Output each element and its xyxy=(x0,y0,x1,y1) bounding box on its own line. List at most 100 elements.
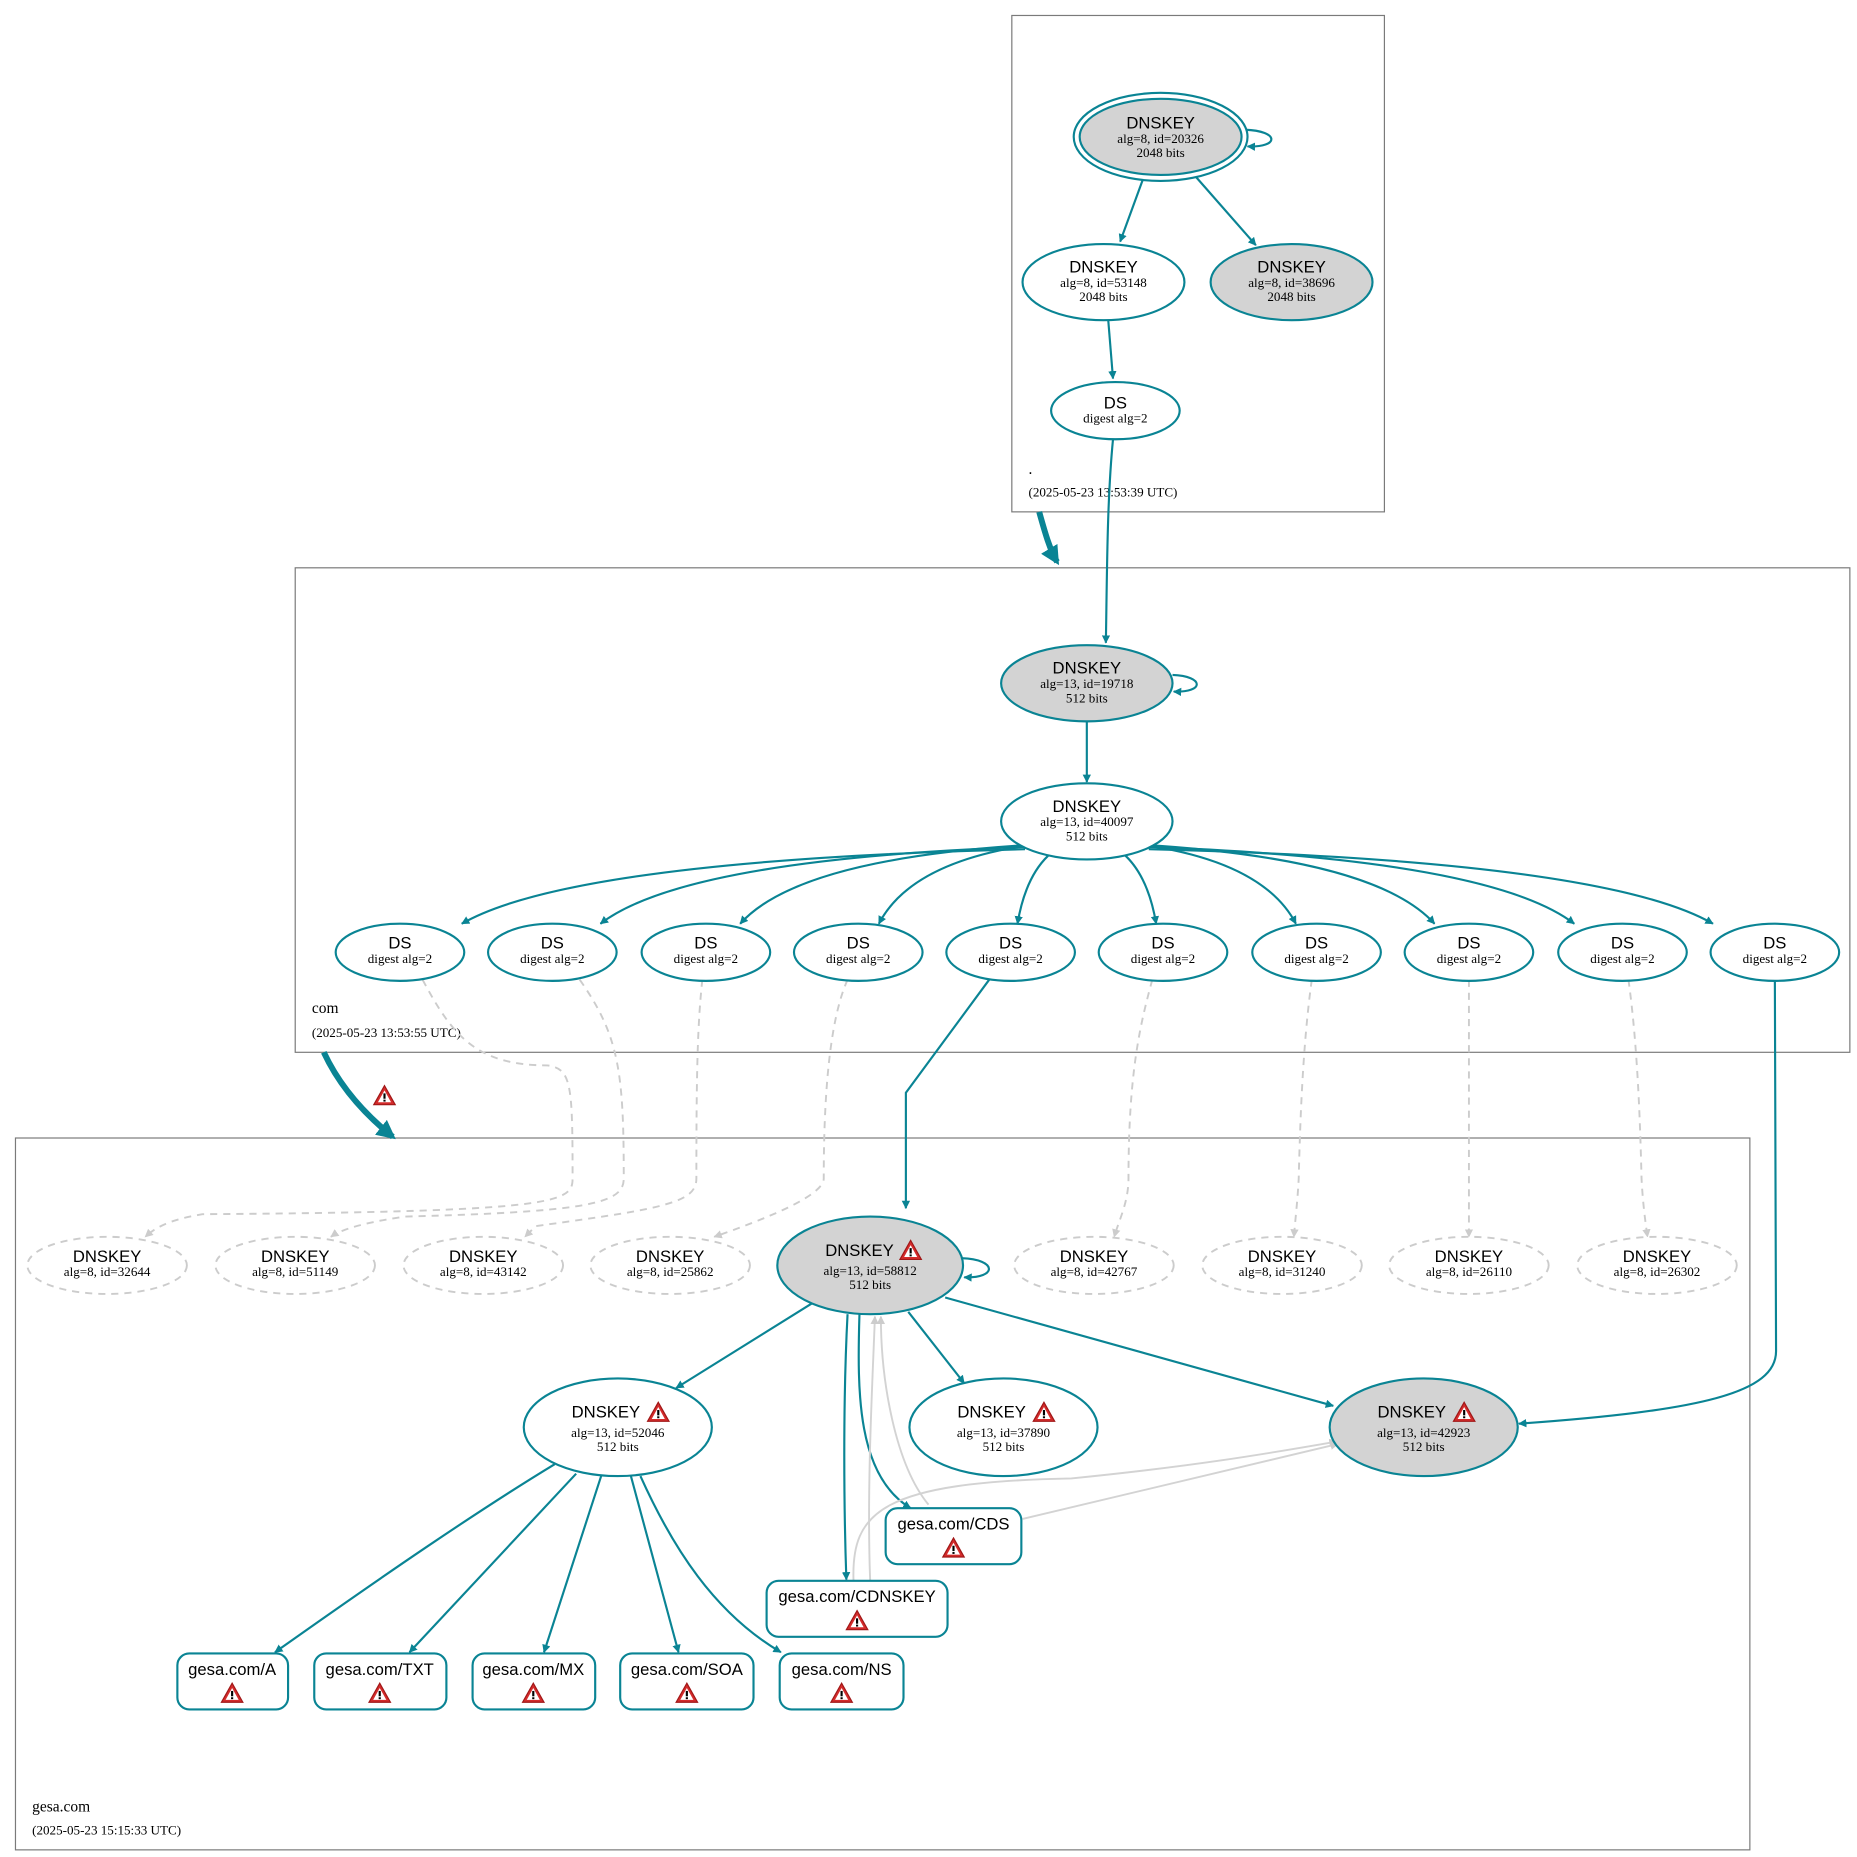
svg-text:alg=8, id=51149: alg=8, id=51149 xyxy=(252,1264,338,1279)
svg-text:DNSKEY: DNSKEY xyxy=(1435,1247,1504,1266)
svg-text:DNSKEY: DNSKEY xyxy=(261,1247,330,1266)
svg-text:digest alg=2: digest alg=2 xyxy=(978,951,1042,966)
svg-text:digest alg=2: digest alg=2 xyxy=(1437,951,1501,966)
svg-text:alg=13, id=52046: alg=13, id=52046 xyxy=(571,1425,665,1440)
svg-text:digest alg=2: digest alg=2 xyxy=(826,951,890,966)
svg-text:DNSKEY: DNSKEY xyxy=(825,1241,894,1260)
edge-inactive xyxy=(852,1438,1338,1581)
warning-icon xyxy=(373,1085,396,1106)
node-dnskey-19718[interactable]: DNSKEY alg=13, id=19718 512 bits xyxy=(1000,644,1174,723)
svg-text:DS: DS xyxy=(999,934,1022,953)
edge xyxy=(1118,179,1144,243)
node-dnskey-40097[interactable]: DNSKEY alg=13, id=40097 512 bits xyxy=(1000,782,1174,861)
svg-text:digest alg=2: digest alg=2 xyxy=(674,951,738,966)
edge-group xyxy=(144,979,1651,1239)
node-dnskey-58812[interactable]: DNSKEY alg=13, id=58812 512 bits xyxy=(776,1215,965,1316)
node-dnskey-42923[interactable]: DNSKEY alg=13, id=42923 512 bits xyxy=(1328,1377,1519,1478)
svg-text:gesa.com/CDS: gesa.com/CDS xyxy=(897,1515,1009,1534)
svg-text:gesa.com/MX: gesa.com/MX xyxy=(482,1660,584,1679)
svg-text:2048 bits: 2048 bits xyxy=(1136,145,1184,160)
rrset-mx[interactable]: gesa.com/MX xyxy=(471,1652,597,1711)
node-ds-root[interactable]: DS digest alg=2 xyxy=(1050,381,1181,441)
rrset-txt[interactable]: gesa.com/TXT xyxy=(313,1652,448,1711)
svg-text:DS: DS xyxy=(1305,934,1328,953)
zone-timestamp: (2025-05-23 13:53:39 UTC) xyxy=(1028,484,1177,499)
svg-text:DNSKEY: DNSKEY xyxy=(572,1403,641,1422)
svg-text:512 bits: 512 bits xyxy=(597,1439,639,1454)
svg-text:DNSKEY: DNSKEY xyxy=(1378,1403,1447,1422)
svg-text:alg=13, id=19718: alg=13, id=19718 xyxy=(1040,676,1134,691)
svg-text:alg=13, id=58812: alg=13, id=58812 xyxy=(824,1263,917,1278)
svg-text:digest alg=2: digest alg=2 xyxy=(520,951,584,966)
svg-text:DNSKEY: DNSKEY xyxy=(449,1247,518,1266)
svg-text:digest alg=2: digest alg=2 xyxy=(1131,951,1195,966)
svg-text:DS: DS xyxy=(1104,393,1127,412)
svg-text:DS: DS xyxy=(1611,934,1634,953)
svg-text:alg=13, id=42923: alg=13, id=42923 xyxy=(1377,1425,1471,1440)
zone-name: gesa.com xyxy=(32,1799,90,1816)
edge xyxy=(274,1463,556,1654)
zone-name: . xyxy=(1028,461,1032,478)
svg-text:alg=13, id=37890: alg=13, id=37890 xyxy=(957,1425,1051,1440)
node-dnskey-53148[interactable]: DNSKEY alg=8, id=53148 2048 bits xyxy=(1021,242,1186,322)
edge-inactive xyxy=(1627,979,1651,1238)
edge xyxy=(907,1311,966,1384)
delegation-arrow-root-com xyxy=(1036,511,1060,566)
node-dnskey-37890[interactable]: DNSKEY alg=13, id=37890 512 bits xyxy=(908,1377,1099,1478)
edge-inactive xyxy=(876,1315,930,1506)
svg-text:digest alg=2: digest alg=2 xyxy=(1743,951,1807,966)
svg-text:2048 bits: 2048 bits xyxy=(1267,289,1315,304)
node-dnskey-38696[interactable]: DNSKEY alg=8, id=38696 2048 bits xyxy=(1209,242,1374,322)
svg-text:DNSKEY: DNSKEY xyxy=(1053,659,1122,678)
svg-text:DS: DS xyxy=(1457,934,1480,953)
edge xyxy=(841,1314,851,1581)
svg-text:DNSKEY: DNSKEY xyxy=(1126,114,1195,133)
svg-text:alg=8, id=42767: alg=8, id=42767 xyxy=(1051,1264,1138,1279)
svg-text:alg=8, id=20326: alg=8, id=20326 xyxy=(1117,131,1204,146)
svg-text:DNSKEY: DNSKEY xyxy=(1623,1247,1692,1266)
node-dnskey-52046[interactable]: DNSKEY alg=13, id=52046 512 bits xyxy=(522,1377,713,1478)
svg-text:digest alg=2: digest alg=2 xyxy=(1590,951,1654,966)
svg-text:DNSKEY: DNSKEY xyxy=(1060,1247,1129,1266)
edge-inactive xyxy=(330,979,625,1238)
svg-text:alg=8, id=25862: alg=8, id=25862 xyxy=(627,1264,714,1279)
zone-timestamp: (2025-05-23 15:15:33 UTC) xyxy=(32,1822,181,1837)
rrset-ns[interactable]: gesa.com/NS xyxy=(778,1652,905,1711)
svg-text:512 bits: 512 bits xyxy=(1066,690,1108,705)
rrset-soa[interactable]: gesa.com/SOA xyxy=(619,1652,755,1711)
edge xyxy=(1148,848,1714,925)
edge xyxy=(1101,439,1115,644)
rrset-cdnskey[interactable]: gesa.com/CDNSKEY xyxy=(765,1579,949,1638)
svg-text:DNSKEY: DNSKEY xyxy=(1248,1247,1317,1266)
svg-text:alg=8, id=43142: alg=8, id=43142 xyxy=(440,1264,527,1279)
rrset-cds[interactable]: gesa.com/CDS xyxy=(884,1507,1023,1566)
svg-text:DNSKEY: DNSKEY xyxy=(957,1403,1025,1422)
edge-inactive xyxy=(524,979,704,1238)
node-dnskey-20326[interactable]: DNSKEY alg=8, id=20326 2048 bits xyxy=(1072,91,1249,183)
svg-text:digest alg=2: digest alg=2 xyxy=(368,951,432,966)
svg-text:gesa.com/A: gesa.com/A xyxy=(188,1660,277,1679)
svg-text:512 bits: 512 bits xyxy=(983,1439,1025,1454)
rrset-a[interactable]: gesa.com/A xyxy=(176,1652,290,1711)
svg-text:DNSKEY: DNSKEY xyxy=(636,1247,705,1266)
